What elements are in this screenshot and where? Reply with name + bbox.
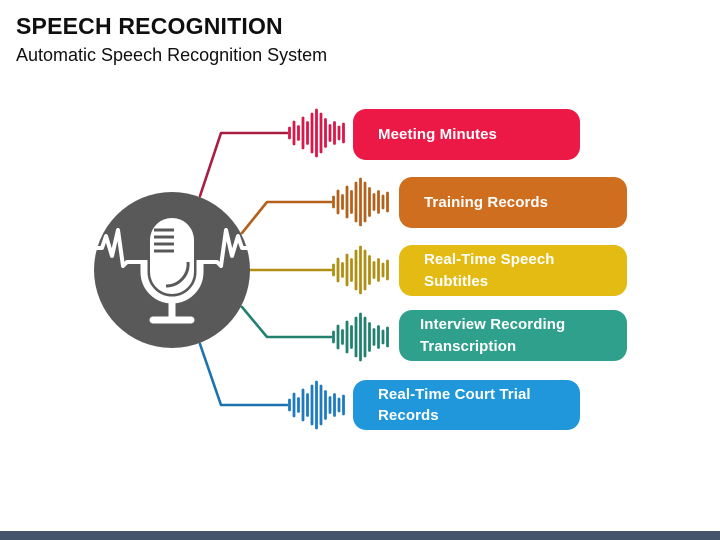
category-box-training-records: Training Records xyxy=(399,177,627,228)
connector-line-training-records xyxy=(240,200,333,235)
category-box-court-trial-records: Real-Time Court Trial Records xyxy=(353,380,580,430)
waveform-icon xyxy=(331,245,391,295)
category-box-interview-transcription: Interview Recording Transcription xyxy=(399,310,627,361)
footer-accent-bar xyxy=(0,531,720,540)
waveform-icon xyxy=(331,312,391,362)
category-box-speech-subtitles: Real-Time Speech Subtitles xyxy=(399,245,627,296)
category-label: Training Records xyxy=(424,193,549,211)
category-label: Meeting Minutes xyxy=(378,125,498,143)
microphone-badge xyxy=(94,192,250,348)
waveform-icon xyxy=(287,380,347,430)
connector-line-interview-transcription xyxy=(240,305,333,339)
slide-title: SPEECH RECOGNITION xyxy=(16,13,283,39)
category-label: Interview Recording Transcription xyxy=(420,316,566,355)
category-label: Real-Time Speech Subtitles xyxy=(424,251,555,290)
waveform-icon xyxy=(287,108,347,158)
slide-subtitle: Automatic Speech Recognition System xyxy=(16,45,328,65)
connector-line-meeting-minutes xyxy=(198,131,289,198)
category-label: Real-Time Court Trial Records xyxy=(378,385,531,424)
microphone-icon xyxy=(94,218,250,324)
category-box-meeting-minutes: Meeting Minutes xyxy=(353,109,580,160)
waveform-icon xyxy=(331,177,391,227)
connector-line-court-trial-records xyxy=(198,342,289,407)
